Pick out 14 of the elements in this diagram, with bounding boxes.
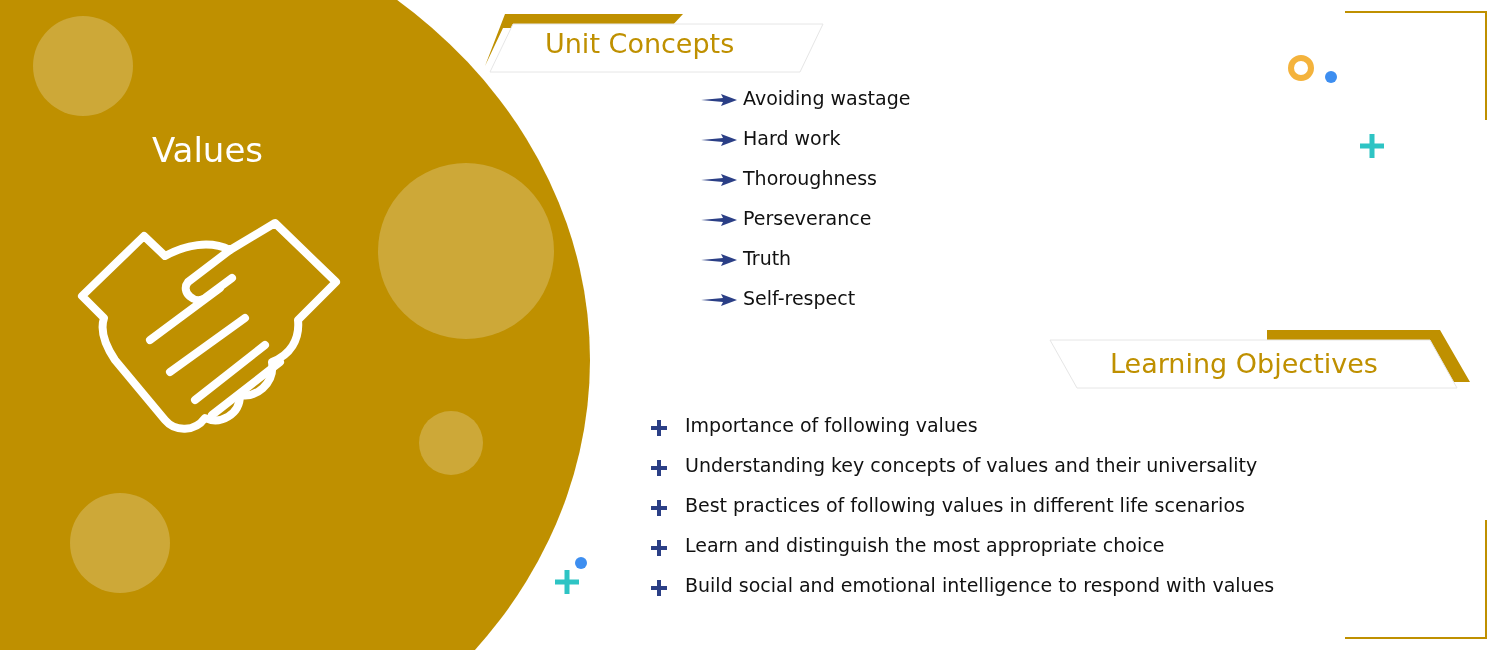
list-item: Importance of following values [685, 414, 978, 436]
list-item: Understanding key concepts of values and their universality [685, 454, 1258, 476]
heading: Values [150, 130, 265, 170]
list-item: Hard work [743, 127, 841, 149]
list-item: Truth [743, 247, 792, 269]
heading: Learning Objectives [1110, 348, 1378, 379]
list-item: Avoiding wastage [743, 87, 911, 109]
list-item: Best practices of following values in different life scenarios [685, 494, 1245, 516]
list-item: Self-respect [743, 287, 856, 309]
heading: Unit Concepts [545, 28, 735, 59]
list-item: Build social and emotional intelligence to respond with values [685, 574, 1275, 596]
list-item: Perseverance [743, 207, 872, 229]
list-item: Learn and distinguish the most appropriate choice [685, 534, 1165, 556]
list-item: Thoroughness [743, 167, 877, 189]
